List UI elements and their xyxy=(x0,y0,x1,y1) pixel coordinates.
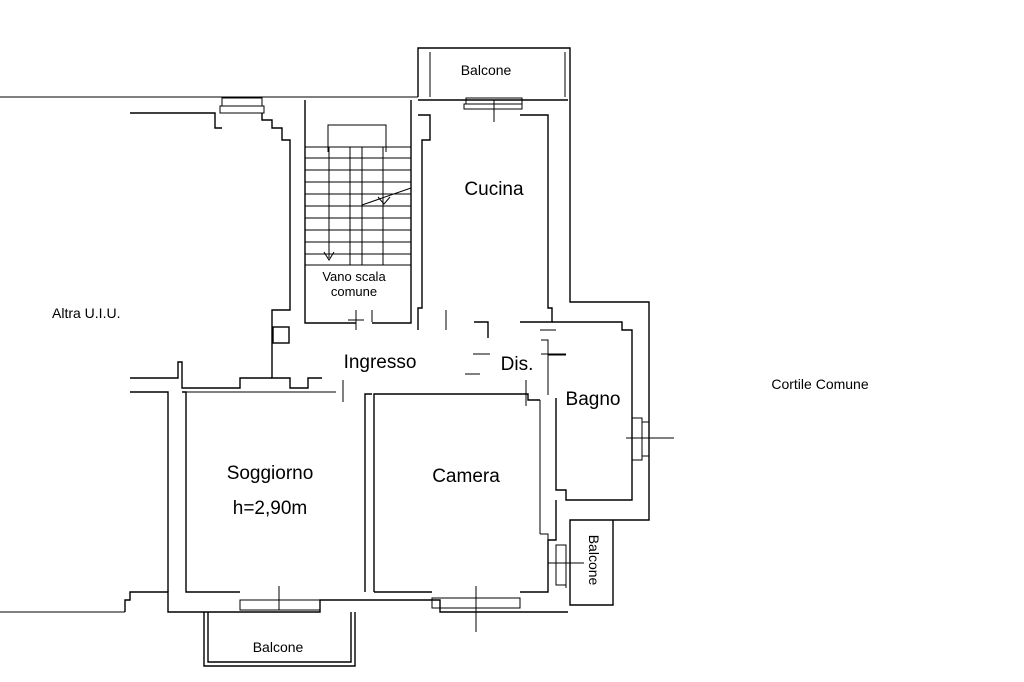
label-bagno: Bagno xyxy=(566,389,621,410)
label-cucina: Cucina xyxy=(464,179,524,200)
label-balcone-right: Balcone xyxy=(586,535,602,586)
living-room-walls xyxy=(130,391,372,593)
door-marks xyxy=(348,310,373,330)
staircase xyxy=(304,100,412,324)
bathroom-walls xyxy=(540,321,633,501)
label-soggiorno-height: h=2,90m xyxy=(233,498,307,519)
kitchen-walls xyxy=(417,114,553,338)
label-balcone-bottom: Balcone xyxy=(253,639,304,655)
label-dis: Dis. xyxy=(501,354,534,375)
entrance-walls xyxy=(130,309,566,406)
label-vano-scala-2: comune xyxy=(331,284,377,299)
label-camera: Camera xyxy=(432,466,500,487)
balconies xyxy=(203,52,566,667)
label-altra-uiu: Altra U.I.U. xyxy=(52,305,120,321)
outer-walls xyxy=(0,47,650,613)
label-balcone-top: Balcone xyxy=(461,62,512,78)
windows xyxy=(219,97,674,632)
label-vano-scala: Vano scala xyxy=(322,269,386,284)
bedroom-walls xyxy=(373,393,557,593)
label-soggiorno: Soggiorno xyxy=(227,463,314,484)
label-cortile: Cortile Comune xyxy=(771,376,868,392)
label-ingresso: Ingresso xyxy=(344,352,417,373)
